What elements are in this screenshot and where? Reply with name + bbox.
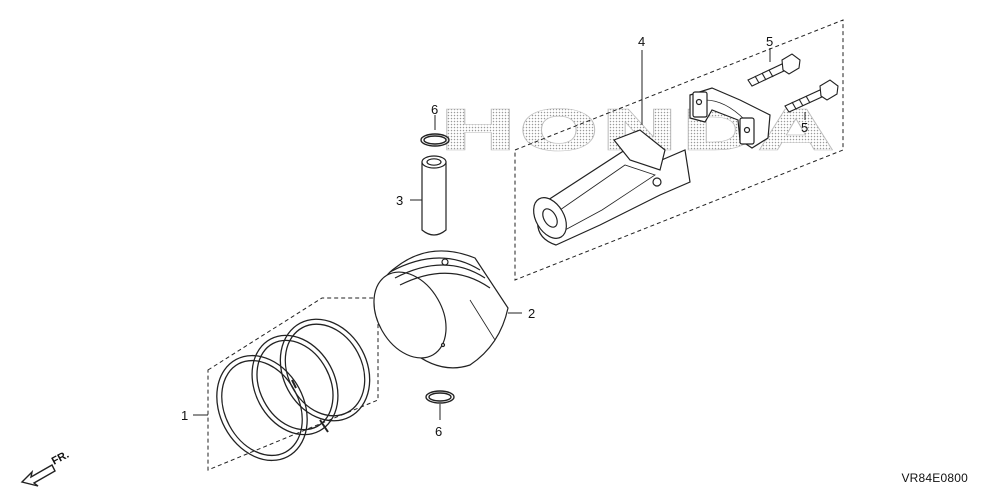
piston-pin <box>421 155 447 236</box>
front-direction-indicator: FR. <box>20 449 71 487</box>
callout-5-top: 5 <box>766 34 773 49</box>
callout-1: 1 <box>181 408 188 423</box>
front-arrow-icon <box>20 464 56 487</box>
connecting-rod <box>533 87 771 246</box>
piston-pin-clip-bottom <box>425 390 455 404</box>
callout-6-bottom: 6 <box>435 424 442 439</box>
callout-6-top: 6 <box>431 102 438 117</box>
diagram-code: VR84E0800 <box>901 471 968 485</box>
piston <box>373 250 509 369</box>
connecting-rod-group-box <box>514 19 844 281</box>
front-direction-label: FR. <box>50 449 71 468</box>
callout-2: 2 <box>528 306 535 321</box>
piston-pin-clip-top <box>420 133 450 147</box>
rod-bolt-upper <box>747 53 801 87</box>
leader-lines <box>193 48 806 420</box>
piston-rings <box>216 318 371 462</box>
rod-bolt-lower <box>784 79 839 113</box>
callout-3: 3 <box>396 193 403 208</box>
callout-5-right: 5 <box>801 120 808 135</box>
callout-4: 4 <box>638 34 645 49</box>
piston-ring-group-box <box>207 297 379 471</box>
